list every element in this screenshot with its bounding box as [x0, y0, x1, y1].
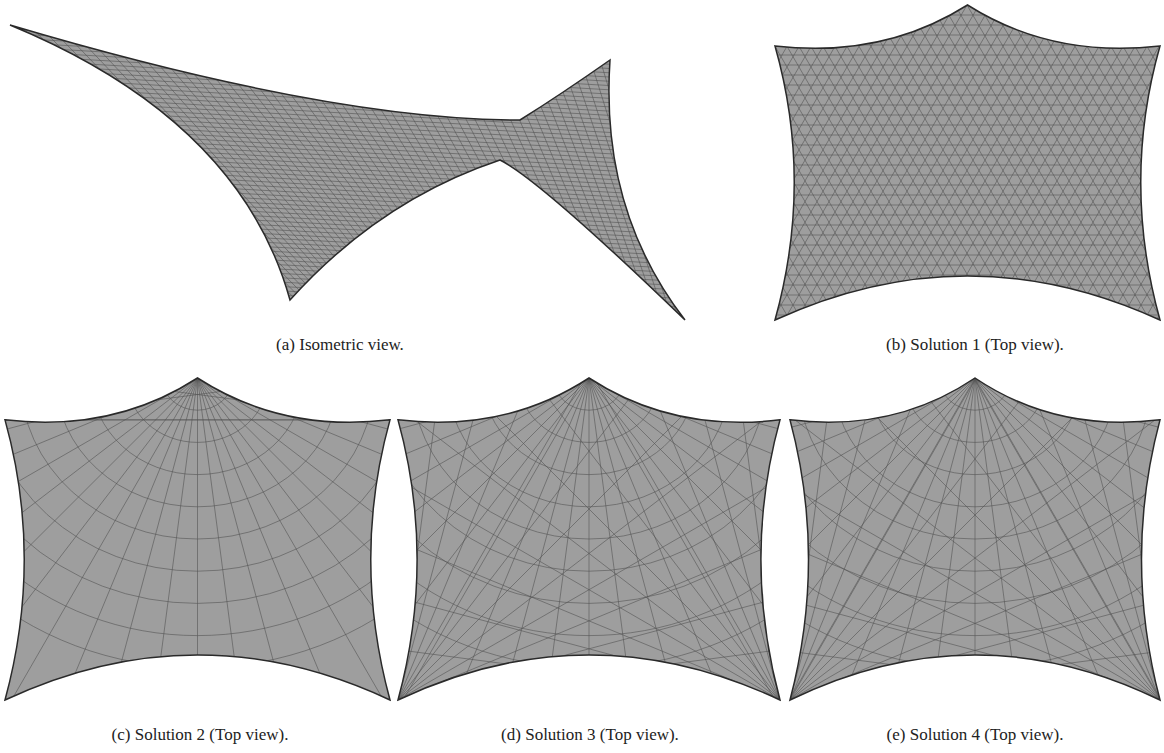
mesh-lines	[0, 88, 1164, 753]
subfigure-caption: (d) Solution 3 (Top view).	[499, 725, 681, 745]
subfigure-caption: (c) Solution 2 (Top view).	[110, 725, 291, 745]
mesh-lines	[10, 25, 685, 320]
mesh-lines	[190, 88, 1164, 753]
membrane-edge	[790, 378, 1160, 700]
subfigure-caption: (a) Isometric view.	[274, 335, 406, 355]
membrane-edge	[5, 378, 390, 700]
subfigure-caption: (b) Solution 1 (Top view).	[884, 335, 1066, 355]
membrane-fill	[10, 25, 685, 320]
membrane-edge	[398, 378, 780, 700]
membrane-edge	[10, 25, 685, 320]
subfigure-caption: (e) Solution 4 (Top view).	[885, 725, 1066, 745]
membrane-edge	[775, 5, 1160, 320]
